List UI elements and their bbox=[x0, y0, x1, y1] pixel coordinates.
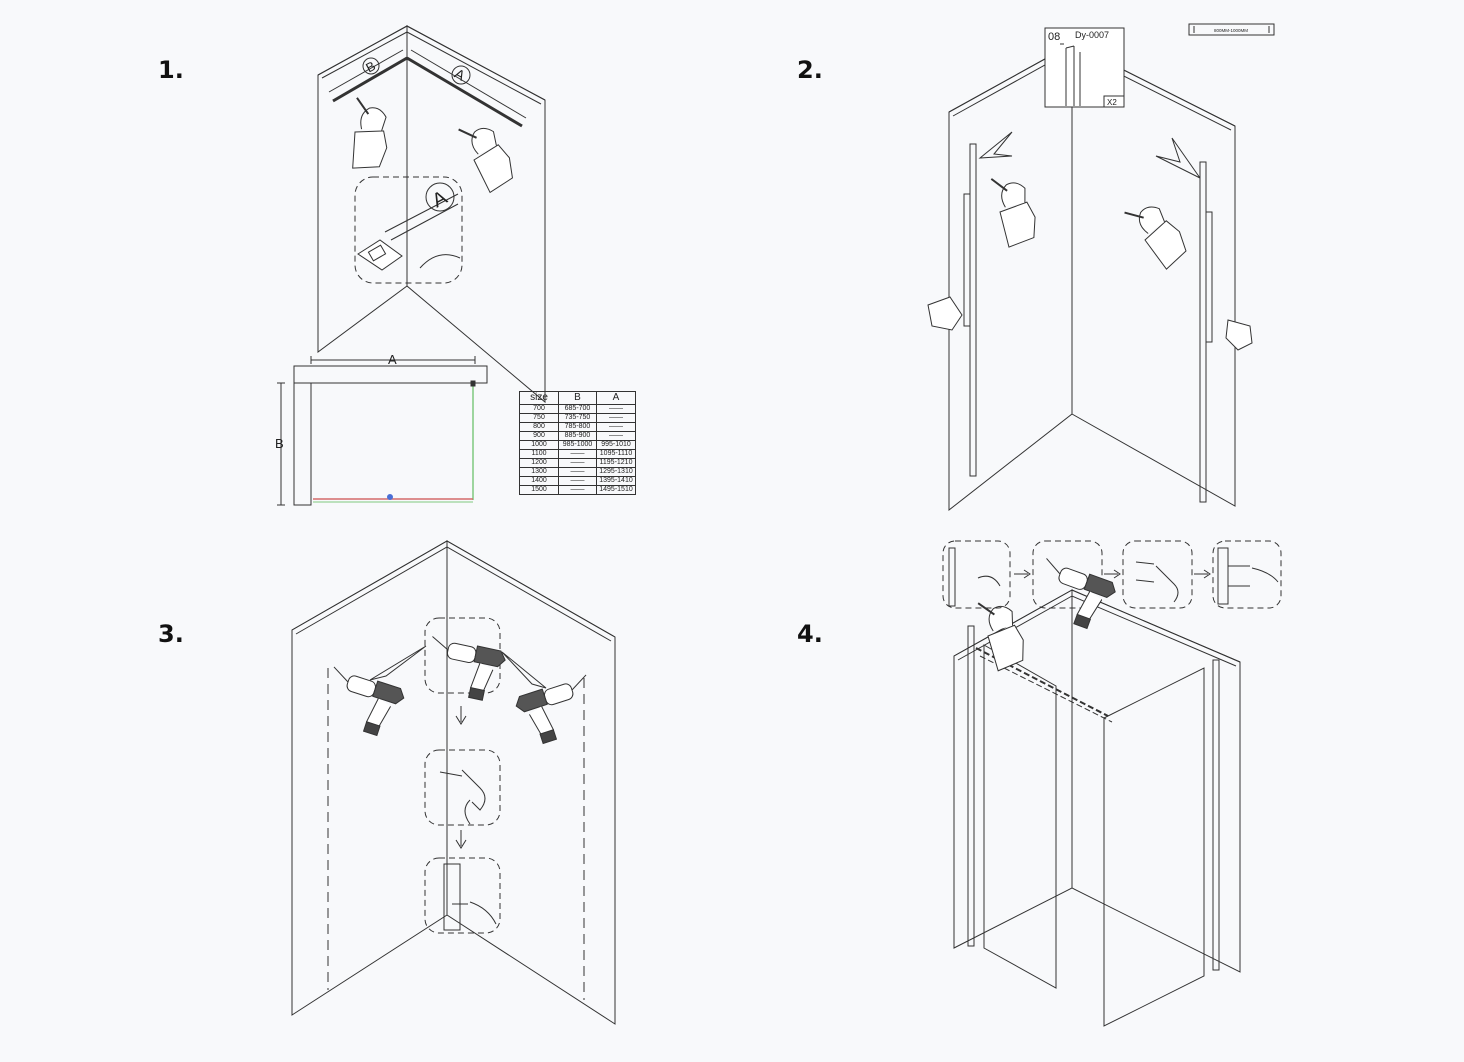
cell-a: 995-1010 bbox=[596, 440, 636, 450]
table-row: 1200——1195-1210 bbox=[519, 458, 636, 468]
cell-b: —— bbox=[558, 449, 597, 459]
step2-drawing bbox=[927, 23, 1275, 512]
step1-labels bbox=[362, 57, 471, 212]
cell-b: 985-1000 bbox=[558, 440, 597, 450]
step1-drawing bbox=[317, 25, 546, 404]
cell-size: 900 bbox=[519, 431, 559, 441]
cell-size: 1300 bbox=[519, 467, 559, 477]
table-row: 1300——1295-1310 bbox=[519, 467, 636, 477]
part-code: Dy-0007 bbox=[1075, 30, 1109, 40]
table-row: 1400——1395-1410 bbox=[519, 476, 636, 486]
header-b: B bbox=[558, 391, 597, 405]
step4-drawing bbox=[942, 540, 1282, 1027]
part-quantity: X2 bbox=[1107, 98, 1117, 107]
step-number-1: 1. bbox=[158, 56, 184, 84]
cell-b: 785-800 bbox=[558, 422, 597, 432]
step-number-2: 2. bbox=[797, 56, 823, 84]
step-number-4: 4. bbox=[797, 620, 823, 648]
cell-a: 1495-1510 bbox=[596, 485, 636, 495]
cell-size: 1000 bbox=[519, 440, 559, 450]
cell-size: 1500 bbox=[519, 485, 559, 495]
size-table-header: size B A bbox=[519, 391, 636, 405]
table-row: 1100——1095-1110 bbox=[519, 449, 636, 459]
cell-b: 735-750 bbox=[558, 413, 597, 423]
cell-b: —— bbox=[558, 467, 597, 477]
cell-b: —— bbox=[558, 458, 597, 468]
table-row: 1500——1495-1510 bbox=[519, 485, 636, 495]
cell-a: 1395-1410 bbox=[596, 476, 636, 486]
cell-size: 1200 bbox=[519, 458, 559, 468]
cell-a: —— bbox=[596, 404, 636, 414]
cell-b: 685-700 bbox=[558, 404, 597, 414]
cell-b: 885-900 bbox=[558, 431, 597, 441]
step1-plan-view bbox=[277, 356, 488, 506]
cell-a: —— bbox=[596, 413, 636, 423]
cell-size: 1400 bbox=[519, 476, 559, 486]
cell-a: 1095-1110 bbox=[596, 449, 636, 459]
plan-label-a: A bbox=[388, 352, 397, 367]
cell-a: 1295-1310 bbox=[596, 467, 636, 477]
cell-size: 750 bbox=[519, 413, 559, 423]
step3-drawing bbox=[291, 540, 616, 1025]
cell-b: —— bbox=[558, 485, 597, 495]
cell-a: 1195-1210 bbox=[596, 458, 636, 468]
header-a: A bbox=[596, 391, 636, 405]
cell-size: 1100 bbox=[519, 449, 559, 459]
ruler-label: 800MM-1000MM bbox=[1214, 28, 1248, 33]
step-number-3: 3. bbox=[158, 620, 184, 648]
cell-a: —— bbox=[596, 422, 636, 432]
cell-size: 800 bbox=[519, 422, 559, 432]
cell-a: —— bbox=[596, 431, 636, 441]
cell-b: —— bbox=[558, 476, 597, 486]
cell-size: 700 bbox=[519, 404, 559, 414]
header-size: size bbox=[519, 391, 559, 405]
plan-label-b: B bbox=[275, 436, 284, 451]
part-number: 08 bbox=[1048, 31, 1060, 43]
